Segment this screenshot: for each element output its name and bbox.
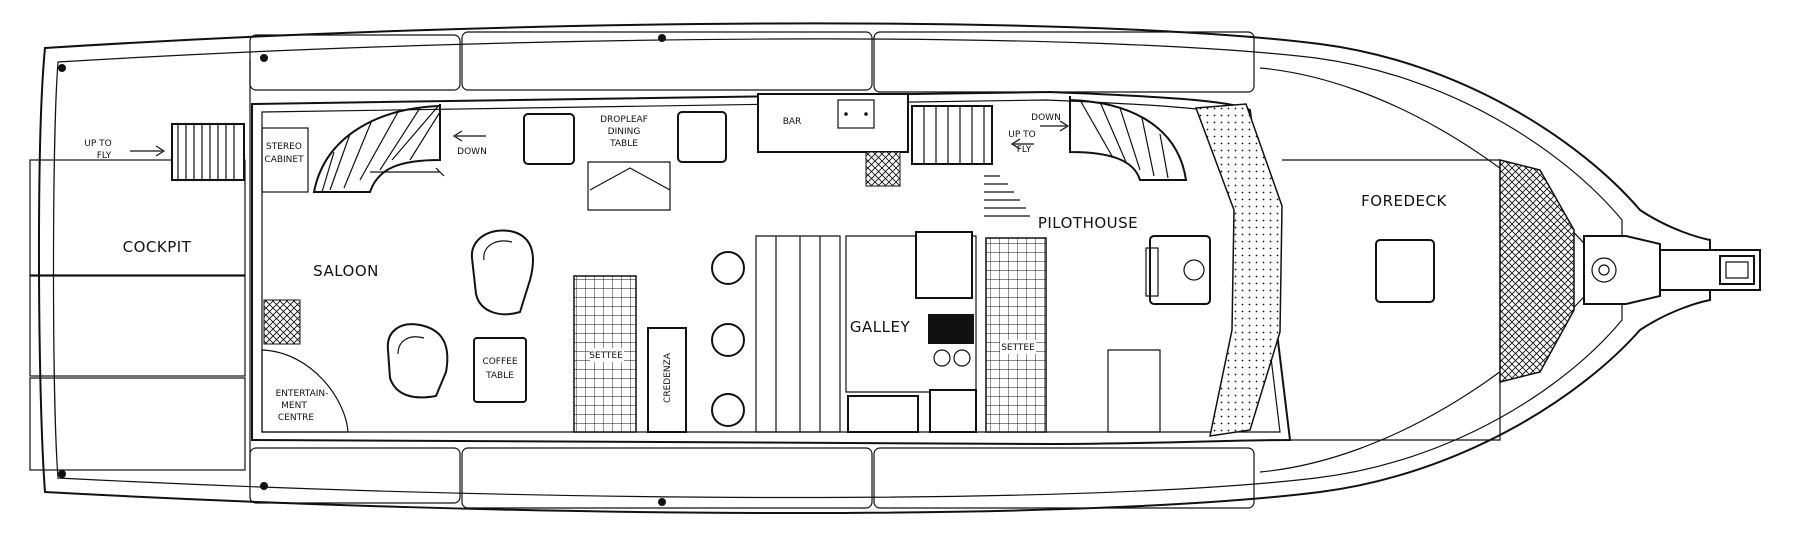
label-table: TABLE [609,139,638,149]
stereo-cabinet [261,127,309,193]
label-entertain: ENTERTAIN- [276,389,329,399]
saloon-settee: SETTEE [573,275,637,433]
entertainment-centre: ENTERTAIN- MENT CENTRE [261,299,349,433]
bow-seating [1499,159,1575,383]
label-settee-pilothouse: SETTEE [1001,343,1035,353]
cleats [58,34,666,506]
svg-text:UP TO: UP TO [84,139,111,149]
side-deck-panels [249,31,1255,509]
bow-pulpit [1583,235,1761,305]
label-credenza: CREDENZA [663,352,673,403]
galley: GALLEY [755,231,977,433]
bar-stools [711,251,745,427]
label-galley: GALLEY [850,318,911,336]
label-up-to-right: UP TO [1008,130,1035,140]
arrow-up-to-fly-right [1010,138,1034,150]
bar: BAR [757,93,909,187]
dining-area: DROPLEAF DINING TABLE [523,111,727,211]
label-fly-right: FLY [1017,145,1032,155]
coffee-table [473,337,527,403]
pilothouse-area: PILOTHOUSE [1038,214,1211,433]
saloon-furniture: COFFEE TABLE SALOON [313,229,534,403]
pilothouse-windshield-seat [1194,103,1283,437]
label-cabinet: CABINET [264,155,304,165]
label-coffee-table: TABLE [485,371,514,381]
label-settee-saloon: SETTEE [589,351,623,361]
cockpit-area: UP TO FLY COCKPIT [29,123,246,471]
pilothouse-settee: SETTEE [985,237,1047,433]
foredeck: FOREDECK [1282,159,1575,441]
label-dropleaf: DROPLEAF [600,115,648,125]
label-stereo: STEREO [266,142,302,152]
credenza: CREDENZA [647,327,687,433]
hull-outline [37,22,1711,515]
label-down-pilothouse: DOWN [1031,113,1061,123]
label-centre: CENTRE [278,413,314,423]
label-cockpit: COCKPIT [123,238,192,256]
label-dining: DINING [608,127,641,137]
label-saloon: SALOON [313,262,379,280]
pilothouse-steps [911,105,1030,217]
label-coffee: COFFEE [482,357,517,367]
label-up-to-fly-left: UP TO [84,139,111,149]
saloon-spiral-stair [312,103,445,193]
label-ment: MENT [281,401,307,411]
label-bar: BAR [783,117,802,127]
arrow-down-saloon [452,130,486,142]
label-foredeck: FOREDECK [1361,192,1447,210]
label-fly-left: FLY [97,151,112,161]
flybridge-ladder [177,124,235,180]
pilothouse-spiral-stair [1069,96,1188,181]
label-pilothouse: PILOTHOUSE [1038,214,1138,232]
label-down-saloon: DOWN [457,147,487,157]
arrow-down-pilothouse [1040,120,1070,132]
